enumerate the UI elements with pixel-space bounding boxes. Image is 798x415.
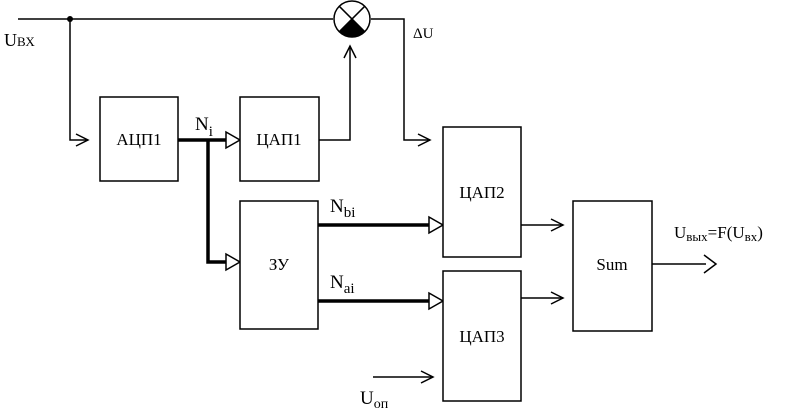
adc-input-wire: [69, 19, 88, 141]
arrowheads: [75, 44, 718, 384]
bus-arrow-to-dac2: [428, 215, 445, 235]
nai-label: Nai: [330, 272, 355, 297]
sum-label: Sum: [596, 255, 627, 274]
delta-u-wire: [371, 18, 430, 141]
arrow-to-adc1: [75, 133, 90, 147]
dac1-label: ЦАП1: [256, 130, 301, 149]
dac1-block: ЦАП1: [239, 96, 320, 182]
input-label: UВХ: [4, 30, 35, 50]
arrow-uref-to-dac3: [420, 370, 435, 384]
dac2-label: ЦАП2: [459, 183, 504, 202]
adc1-label: АЦП1: [116, 130, 161, 149]
uref-label: Uоп: [360, 388, 389, 412]
bus-arrow-to-dac1: [225, 130, 242, 150]
ni-label: Ni: [195, 114, 213, 140]
dac1-feedback-wire: [319, 46, 351, 141]
dac3-label: ЦАП3: [459, 327, 504, 346]
arrow-to-comparator: [343, 44, 357, 59]
wires: [18, 16, 706, 378]
ni-bus-to-memory: [206, 140, 226, 264]
dac2-block: ЦАП2: [442, 126, 522, 258]
arrow-output: [703, 254, 718, 274]
dac3-block: ЦАП3: [442, 270, 522, 402]
adc1-block: АЦП1: [99, 96, 179, 182]
bus-arrow-to-memory: [225, 252, 242, 272]
memory-block: ЗУ: [239, 200, 319, 330]
comparator-junction: [333, 0, 371, 38]
arrow-dac3-to-sum: [550, 291, 565, 305]
arrow-to-dac2-delta: [417, 133, 432, 147]
output-label: Uвых=F(Uвх): [674, 223, 763, 244]
delta-u-label: ΔU: [413, 26, 434, 42]
bus-arrow-to-dac3: [428, 291, 445, 311]
sum-block: Sum: [572, 200, 653, 332]
arrow-dac2-to-sum: [550, 218, 565, 232]
memory-label: ЗУ: [269, 255, 290, 274]
nbi-label: Nbi: [330, 196, 355, 221]
